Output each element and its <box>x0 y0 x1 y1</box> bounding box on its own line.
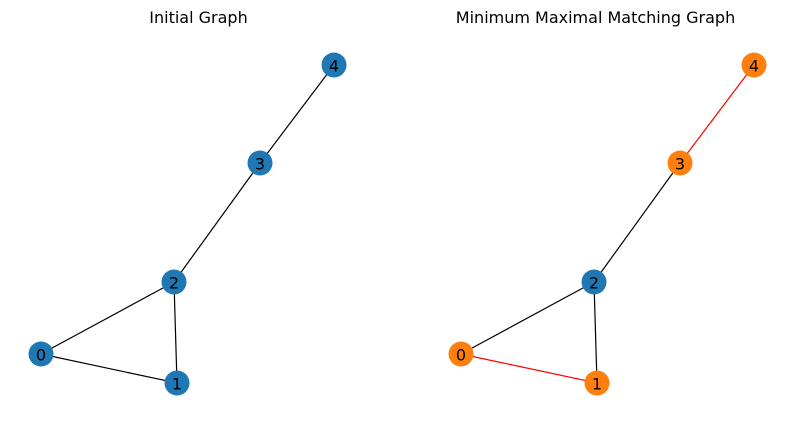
node-circle-0 <box>448 341 474 367</box>
edge-2-3 <box>173 162 261 283</box>
node-label-1: 1 <box>592 375 602 394</box>
node-3: 3 <box>247 150 273 176</box>
edge-3-4-matched <box>679 64 755 164</box>
node-label-4: 4 <box>329 57 339 76</box>
node-circle-2 <box>161 269 187 295</box>
node-circle-1 <box>164 370 190 396</box>
edge-1-2 <box>173 281 178 384</box>
edge-0-2 <box>40 281 175 355</box>
node-label-1: 1 <box>172 375 182 394</box>
node-circle-2 <box>581 269 607 295</box>
node-circle-1 <box>584 370 610 396</box>
node-label-2: 2 <box>589 274 599 293</box>
node-2: 2 <box>581 269 607 295</box>
matching-graph-panel: Minimum Maximal Matching Graph 0 1 2 3 4 <box>397 0 794 427</box>
node-2: 2 <box>161 269 187 295</box>
matching-graph-title: Minimum Maximal Matching Graph <box>455 8 736 27</box>
node-label-0: 0 <box>36 346 46 365</box>
node-label-2: 2 <box>169 274 179 293</box>
edge-0-1 <box>40 353 178 384</box>
node-1: 1 <box>164 370 190 396</box>
node-4: 4 <box>321 52 347 78</box>
edge-3-4 <box>259 64 335 164</box>
node-label-0: 0 <box>456 346 466 365</box>
edge-0-2 <box>460 281 595 355</box>
node-1: 1 <box>584 370 610 396</box>
node-circle-0 <box>28 341 54 367</box>
node-circle-3 <box>667 150 693 176</box>
node-label-3: 3 <box>675 155 685 174</box>
node-3: 3 <box>667 150 693 176</box>
node-circle-3 <box>247 150 273 176</box>
initial-graph-panel: Initial Graph 0 1 2 3 4 <box>28 8 347 396</box>
node-4: 4 <box>741 52 767 78</box>
node-circle-4 <box>741 52 767 78</box>
node-circle-4 <box>321 52 347 78</box>
initial-graph-canvas: 0 1 2 3 4 <box>28 52 347 396</box>
edge-1-2 <box>593 281 598 384</box>
node-0: 0 <box>28 341 54 367</box>
node-label-4: 4 <box>749 57 759 76</box>
initial-graph-title: Initial Graph <box>149 8 248 27</box>
matching-graph-canvas: 0 1 2 3 4 <box>448 52 767 396</box>
node-label-3: 3 <box>255 155 265 174</box>
node-0: 0 <box>448 341 474 367</box>
edge-2-3 <box>593 162 681 283</box>
edge-0-1-matched <box>460 353 598 384</box>
